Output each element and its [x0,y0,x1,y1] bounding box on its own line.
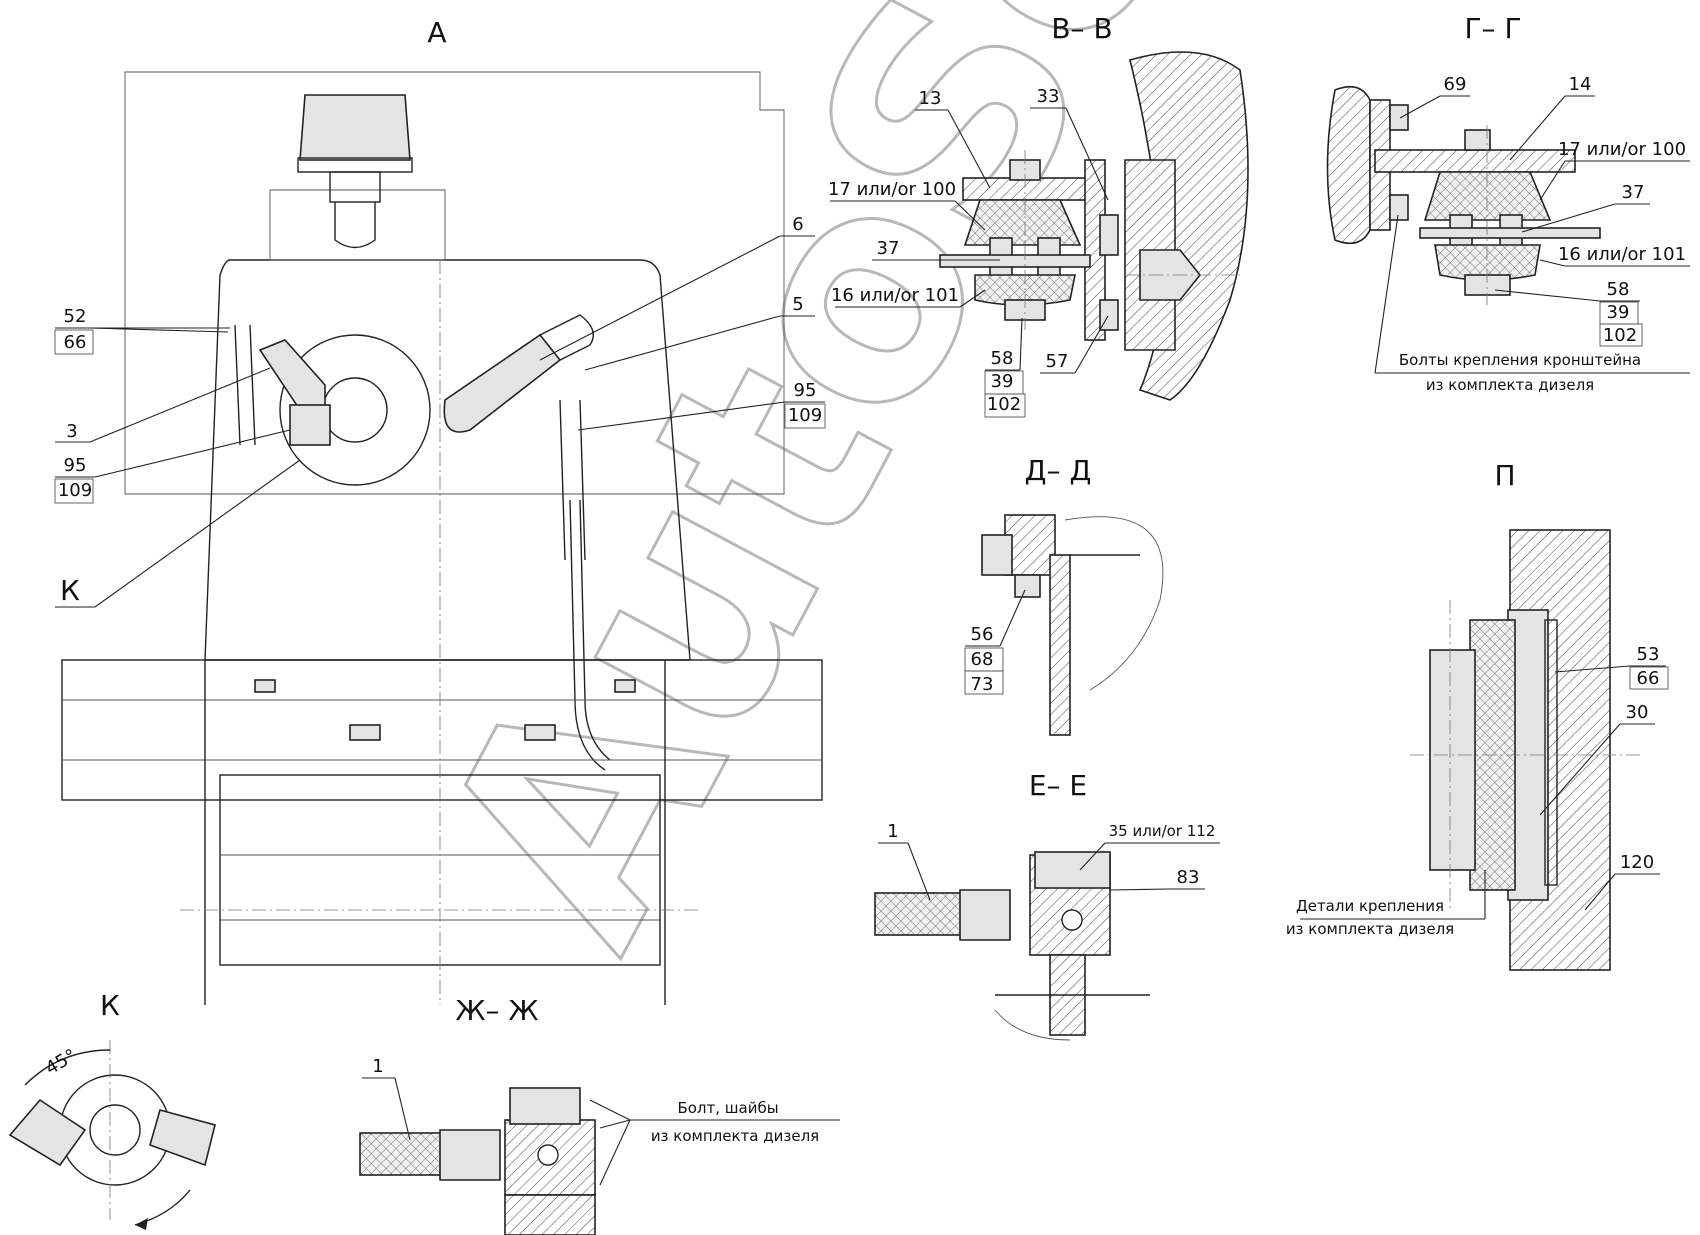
label-95-left: 95 [64,455,87,476]
air-hose-right [443,314,594,433]
note-gg-2: из комплекта дизеля [1426,376,1594,394]
label-58-gg: 58 [1607,279,1630,300]
label-37-bb: 37 [877,238,900,259]
label-33: 33 [1037,86,1060,107]
label-13: 13 [919,88,942,109]
label-39-gg: 39 [1607,302,1630,323]
view-p-title: П [1494,459,1515,492]
view-dd-title: Д– Д [1025,454,1092,487]
label-102-bb: 102 [987,394,1021,415]
label-109-right: 109 [788,405,822,426]
intake-housing [279,334,431,486]
cab-outline [124,71,785,495]
label-57: 57 [1046,351,1069,372]
note-gg-1: Болты крепления кронштейна [1399,351,1641,369]
view-p-labels: 53 66 30 120 Детали крепления из комплек… [1286,644,1669,938]
label-37-gg: 37 [1622,182,1645,203]
label-66: 66 [64,332,87,353]
label-17-gg: 17 или/or 100 [1558,139,1686,160]
label-68: 68 [971,649,994,670]
note-p-2: из комплекта дизеля [1286,920,1454,938]
ee-pipe [874,892,976,936]
view-bb-title: В– В [1051,12,1112,45]
view-a: А [54,16,826,1005]
label-16-gg: 16 или/or 101 [1558,244,1686,265]
view-zhzh: Ж– Ж 1 Болт, шайбы из комплекта дизеля [359,994,840,1235]
engine-flange [1326,85,1371,245]
label-120: 120 [1620,852,1654,873]
view-bb-labels: 13 33 17 или/or 100 37 16 или/or 101 58 … [828,86,1109,418]
mount-right [614,679,636,693]
note-zh-2: из комплекта дизеля [651,1127,819,1145]
view-k-title: К [100,989,120,1022]
label-14: 14 [1569,74,1592,95]
view-a-title: А [427,16,446,49]
label-83: 83 [1177,867,1200,888]
dd-bracket [1004,514,1056,576]
mount-left [254,679,276,693]
label-53: 53 [1637,644,1660,665]
label-35: 35 или/or 112 [1109,822,1216,840]
label-1-zh: 1 [372,1056,383,1077]
view-ee-labels: 1 35 или/or 112 83 [878,821,1220,901]
view-bb: В– В 13 33 17 или/or 100 [828,12,1249,418]
view-zhzh-title: Ж– Ж [455,994,538,1027]
view-gg-title: Г– Г [1464,12,1521,45]
view-dd: Д– Д 56 68 73 [964,454,1164,736]
label-K: К [60,574,80,607]
label-58-bb: 58 [991,348,1014,369]
label-102-gg: 102 [1603,325,1637,346]
view-k: К 45° [8,989,216,1230]
k-inlet [8,1098,87,1167]
label-66-p: 66 [1637,668,1660,689]
label-52: 52 [64,306,87,327]
label-1-ee: 1 [887,821,898,842]
bracket-14 [1374,149,1576,173]
view-a-labels: 52 66 3 95 109 К 6 5 95 109 [54,214,826,608]
air-filter [297,94,413,249]
view-dd-labels: 56 68 73 [964,589,1026,695]
label-109-left: 109 [58,480,92,501]
bracket-13 [962,177,1089,201]
view-ee: Е– Е 1 35 или/or 112 83 [874,769,1220,1041]
air-hose-left [258,339,331,446]
note-p-1: Детали крепления [1296,897,1444,915]
label-95-right: 95 [794,380,817,401]
label-30: 30 [1626,702,1649,723]
label-3: 3 [66,421,77,442]
label-5: 5 [792,294,803,315]
rubber-upper-gg [1423,171,1552,221]
engine-top-block [269,189,446,261]
label-45deg: 45° [42,1045,80,1079]
dd-arc [1064,516,1164,691]
note-zh-1: Болт, шайбы [677,1099,778,1117]
view-ee-title: Е– Е [1029,769,1087,802]
view-p: П 53 66 30 120 Детали крепления из компл… [1286,459,1669,971]
label-39-bb: 39 [991,371,1014,392]
view-zhzh-labels: 1 Болт, шайбы из комплекта дизеля [362,1056,840,1186]
label-56: 56 [971,624,994,645]
rubber-upper [963,199,1082,246]
label-73: 73 [971,674,994,695]
label-69: 69 [1444,74,1467,95]
view-gg: Г– Г 69 14 17 или/or 100 37 16 или/or 10… [1326,12,1690,394]
label-16-bb: 16 или/or 101 [831,285,959,306]
frame-rails [61,659,823,801]
view-gg-labels: 69 14 17 или/or 100 37 16 или/or 101 58 … [1374,74,1690,394]
label-6: 6 [792,214,803,235]
label-17-bb: 17 или/or 100 [828,179,956,200]
